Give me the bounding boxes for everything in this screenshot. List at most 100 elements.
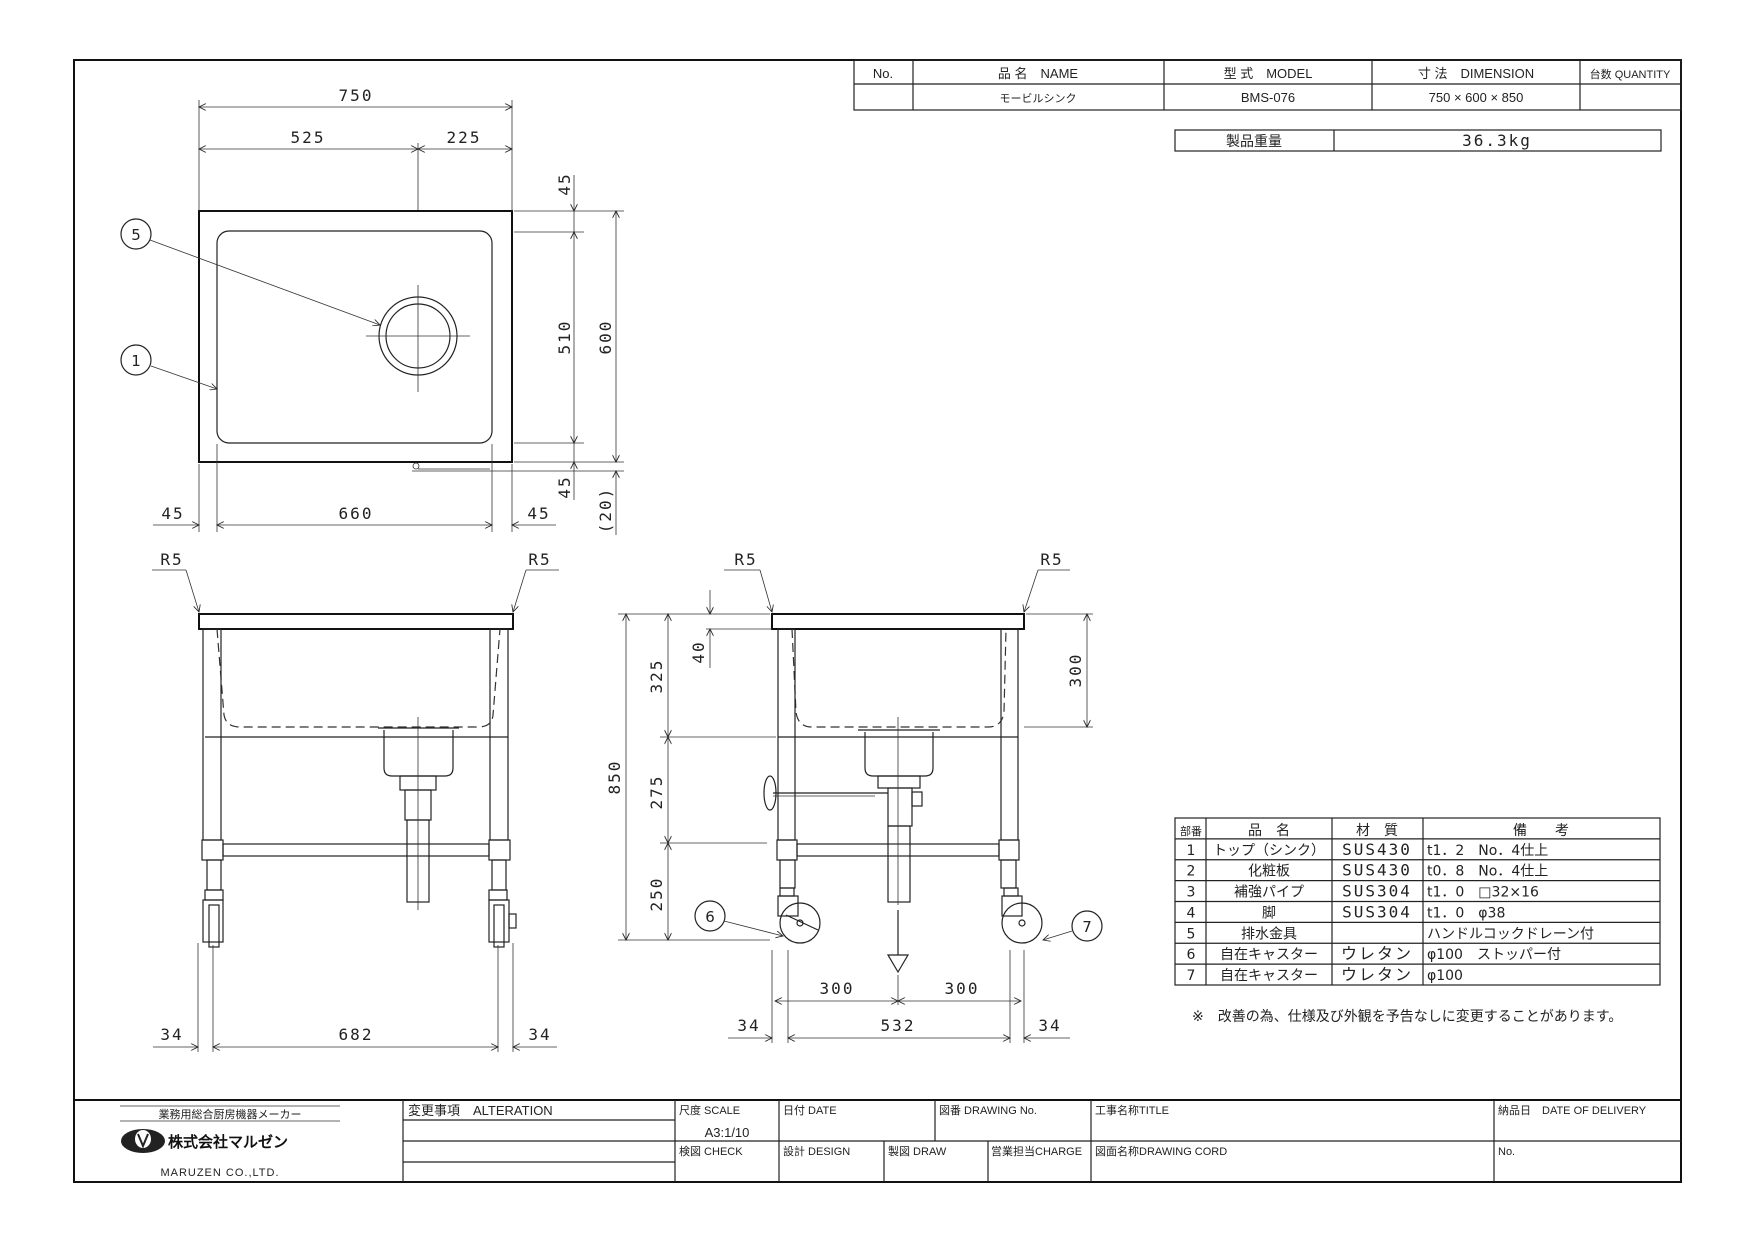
parts-cell-remarks: ハンドルコックドレーン付	[1427, 926, 1594, 942]
drain-flow-arrow	[886, 954, 910, 974]
parts-cell-remarks: φ100 ストッパー付	[1427, 947, 1561, 963]
header-name: 品 名 NAME	[998, 66, 1079, 81]
caster-wheel-left	[779, 902, 821, 944]
parts-cell-name: トップ（シンク）	[1213, 843, 1325, 859]
front-view: R5 R5 34 682 34	[152, 550, 559, 1052]
company-name-en: MARUZEN CO.,LTD.	[160, 1167, 279, 1179]
parts-cell-name: 排水金具	[1241, 926, 1297, 942]
front-dim-34-left: 34	[160, 1025, 183, 1044]
parts-cell-name: 脚	[1262, 905, 1276, 921]
dim-750: 750	[339, 86, 374, 105]
side-dim-325: 325	[647, 659, 666, 694]
dim-510: 510	[555, 320, 574, 355]
plan-view: 750 525 225 45 510 600 45 (20) 45 660 45	[120, 86, 624, 535]
callout-6-circle	[694, 900, 726, 932]
header-no: No.	[873, 66, 893, 81]
callout-1: 1	[131, 352, 141, 370]
product-model: BMS-076	[1241, 90, 1295, 105]
parts-header-name: 品 名	[1248, 823, 1290, 839]
header-model: 型 式 MODEL	[1224, 66, 1313, 81]
side-dim-250: 250	[647, 877, 666, 912]
parts-cell-remarks: t0．8 No．4仕上	[1427, 864, 1548, 880]
parts-cell-no: 1	[1187, 843, 1196, 859]
callout-5: 5	[131, 226, 141, 244]
parts-cell-remarks: φ100	[1427, 968, 1463, 984]
front-dim-682: 682	[339, 1025, 374, 1044]
weight-label: 製品重量	[1226, 134, 1282, 150]
parts-cell-name: 補強パイプ	[1234, 885, 1304, 901]
check-label: 検図 CHECK	[679, 1144, 743, 1158]
product-table: No. 品 名 NAME 型 式 MODEL 寸 法 DIMENSION 台数 …	[853, 59, 1682, 111]
product-dimension: 750 × 600 × 850	[1429, 90, 1524, 105]
parts-header-remarks: 備 考	[1513, 823, 1569, 839]
front-dim-34-right: 34	[528, 1025, 551, 1044]
side-dim-532: 532	[881, 1016, 916, 1035]
parts-cell-material: SUS430	[1342, 861, 1412, 880]
draw-label: 製図 DRAW	[888, 1144, 947, 1158]
side-dim-40: 40	[689, 640, 708, 663]
callout-7-circle	[1071, 910, 1103, 942]
side-r5-left: R5	[734, 550, 757, 569]
parts-cell-material: ウレタン	[1341, 965, 1413, 984]
maruzen-logo-icon	[121, 1129, 165, 1153]
parts-cell-no: 6	[1187, 947, 1196, 963]
dim-600: 600	[596, 320, 615, 355]
maker-tagline: 業務用総合厨房機器メーカー	[159, 1107, 302, 1121]
alteration-label: 変更事項 ALTERATION	[408, 1103, 553, 1118]
parts-cell-material: SUS304	[1342, 902, 1412, 921]
parts-cell-material: SUS430	[1342, 840, 1412, 859]
parts-header-no: 部番	[1180, 824, 1202, 838]
dim-525: 525	[291, 128, 326, 147]
side-dim-275: 275	[647, 775, 666, 810]
parts-cell-name: 化粧板	[1248, 864, 1290, 880]
header-quantity: 台数 QUANTITY	[1590, 67, 1671, 81]
dim-45-bottom: 45	[555, 475, 574, 498]
design-label: 設計 DESIGN	[783, 1144, 850, 1158]
disclaimer-note: ※ 改善の為、仕様及び外観を予告なしに変更することがあります。	[1192, 1008, 1622, 1025]
side-view: R5 R5 850 325 275 250 40 300 300	[605, 550, 1103, 1043]
side-r5-right: R5	[1040, 550, 1063, 569]
dim-45-left: 45	[161, 504, 184, 523]
caster-wheel-right	[1001, 902, 1043, 944]
weight-box: 製品重量 36.3kg	[1174, 129, 1662, 152]
weight-value: 36.3kg	[1462, 131, 1532, 150]
charge-label: 営業担当CHARGE	[991, 1144, 1082, 1158]
drawing-cord-label: 図面名称DRAWING CORD	[1095, 1144, 1227, 1158]
drain-valve-handle	[763, 775, 777, 811]
dim-660: 660	[339, 504, 374, 523]
callout-7: 7	[1082, 918, 1092, 936]
callout-5-circle	[120, 218, 152, 250]
product-name: モービルシンク	[1000, 92, 1077, 105]
parts-cell-name: 自在キャスター	[1220, 968, 1318, 984]
side-dim-34-left: 34	[737, 1016, 760, 1035]
callout-1-circle	[120, 344, 152, 376]
parts-cell-no: 4	[1187, 905, 1196, 921]
side-dim-850: 850	[605, 760, 624, 795]
scale-value: A3:1/10	[705, 1125, 750, 1140]
dim-45-right: 45	[527, 504, 550, 523]
no-label: No.	[1498, 1146, 1515, 1158]
callout-6: 6	[705, 908, 715, 926]
parts-cell-material: SUS304	[1342, 882, 1412, 901]
parts-cell-no: 3	[1187, 885, 1196, 901]
header-dimension: 寸 法 DIMENSION	[1418, 66, 1534, 81]
dim-20: (20)	[596, 487, 615, 534]
parts-cell-material: ウレタン	[1341, 944, 1413, 963]
parts-cell-remarks: t1．0 φ38	[1427, 905, 1505, 921]
front-r5-right: R5	[528, 550, 551, 569]
side-dim-34-right: 34	[1038, 1016, 1061, 1035]
parts-cell-no: 2	[1187, 864, 1196, 880]
side-dim-300-right: 300	[945, 979, 980, 998]
parts-header-material: 材 質	[1356, 823, 1398, 839]
dim-225: 225	[447, 128, 482, 147]
parts-cell-no: 5	[1187, 926, 1196, 942]
scale-label: 尺度 SCALE	[679, 1103, 740, 1117]
front-r5-left: R5	[160, 550, 183, 569]
side-dim-300-depth: 300	[1066, 653, 1085, 688]
parts-cell-no: 7	[1187, 968, 1196, 984]
date-label: 日付 DATE	[783, 1104, 837, 1117]
delivery-label: 納品日 DATE OF DELIVERY	[1498, 1104, 1647, 1117]
title-label: 工事名称TITLE	[1095, 1103, 1169, 1117]
